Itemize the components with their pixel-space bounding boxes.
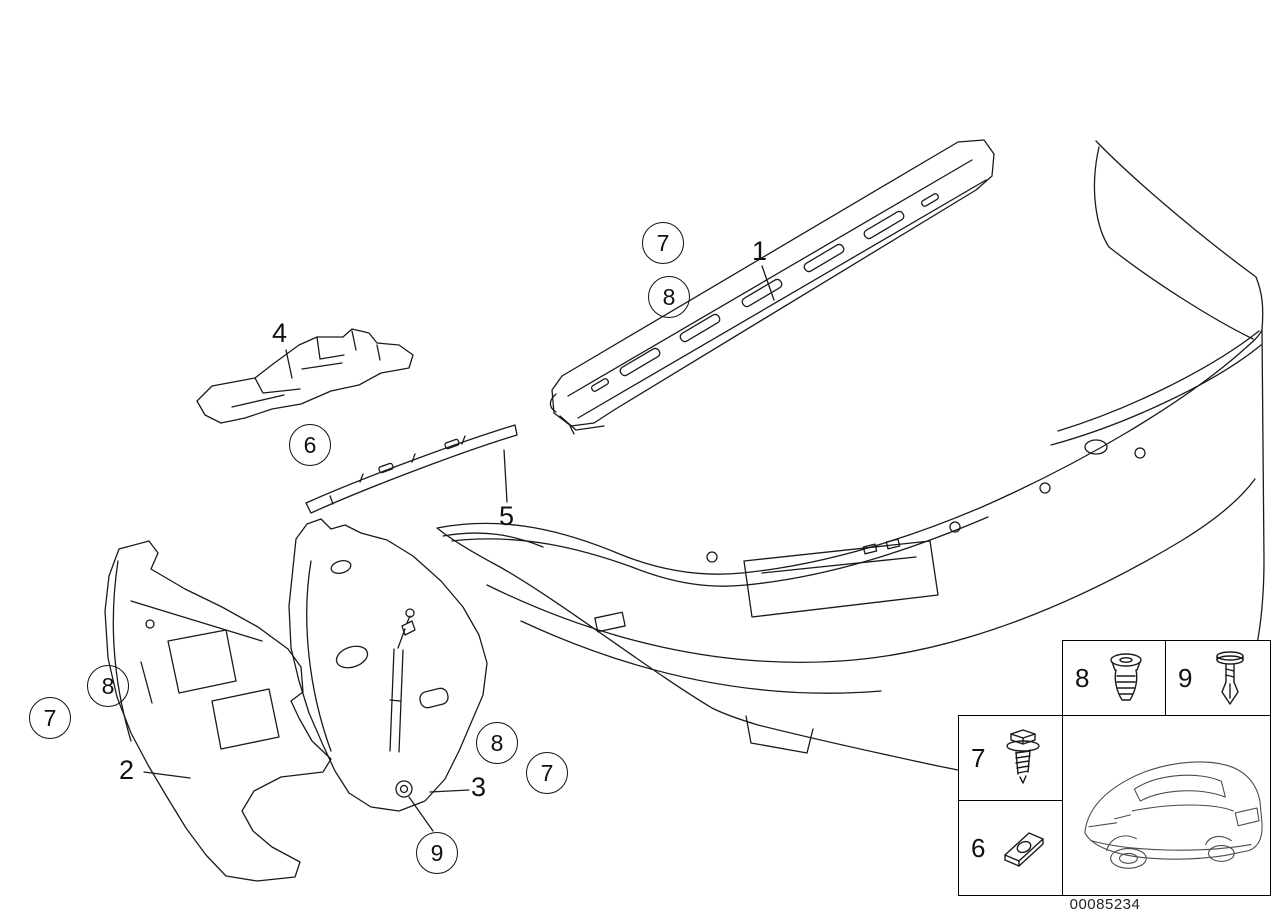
callout-2[interactable]: 2 [119,755,135,785]
legend-label-9: 9 [1178,662,1193,693]
part-1-drawing [549,139,995,435]
car-rear-view-icon [1084,761,1263,869]
legend-cell-9: 9 [1165,640,1271,716]
callout-1[interactable]: 1 [752,236,768,266]
part-2-drawing [104,540,332,882]
clip-nut-icon [991,805,1054,891]
callout-9[interactable]: 9 [416,832,458,874]
car-thumbnail-cell [1062,715,1271,896]
hex-screw-icon [991,720,1054,796]
callout-7-center[interactable]: 7 [526,752,568,794]
callout-5[interactable]: 5 [499,501,515,531]
legend-cell-8: 8 [1062,640,1166,716]
part-5-drawing [305,424,518,514]
rear-body-drawing [436,140,1265,782]
part-3-drawing [288,518,488,812]
callout-8-carrier[interactable]: 8 [648,276,690,318]
legend-cell-7: 7 [958,715,1063,801]
legend-label-8: 8 [1075,662,1090,693]
leader-lines [143,265,775,832]
callout-3[interactable]: 3 [471,772,487,802]
legend-cell-6: 6 [958,800,1063,896]
callout-6[interactable]: 6 [289,424,331,466]
callout-7-left[interactable]: 7 [29,697,71,739]
legend-label-6: 6 [971,832,986,863]
callout-8-center[interactable]: 8 [476,722,518,764]
push-pin-rivet-icon [1198,645,1262,711]
callout-8-left[interactable]: 8 [87,665,129,707]
part-4-drawing [196,328,414,424]
callout-4[interactable]: 4 [272,318,288,348]
drawing-number: 00085234 [1069,896,1141,913]
legend-label-7: 7 [971,742,986,773]
expanding-rivet-icon [1095,645,1157,711]
callout-7-carrier[interactable]: 7 [642,222,684,264]
